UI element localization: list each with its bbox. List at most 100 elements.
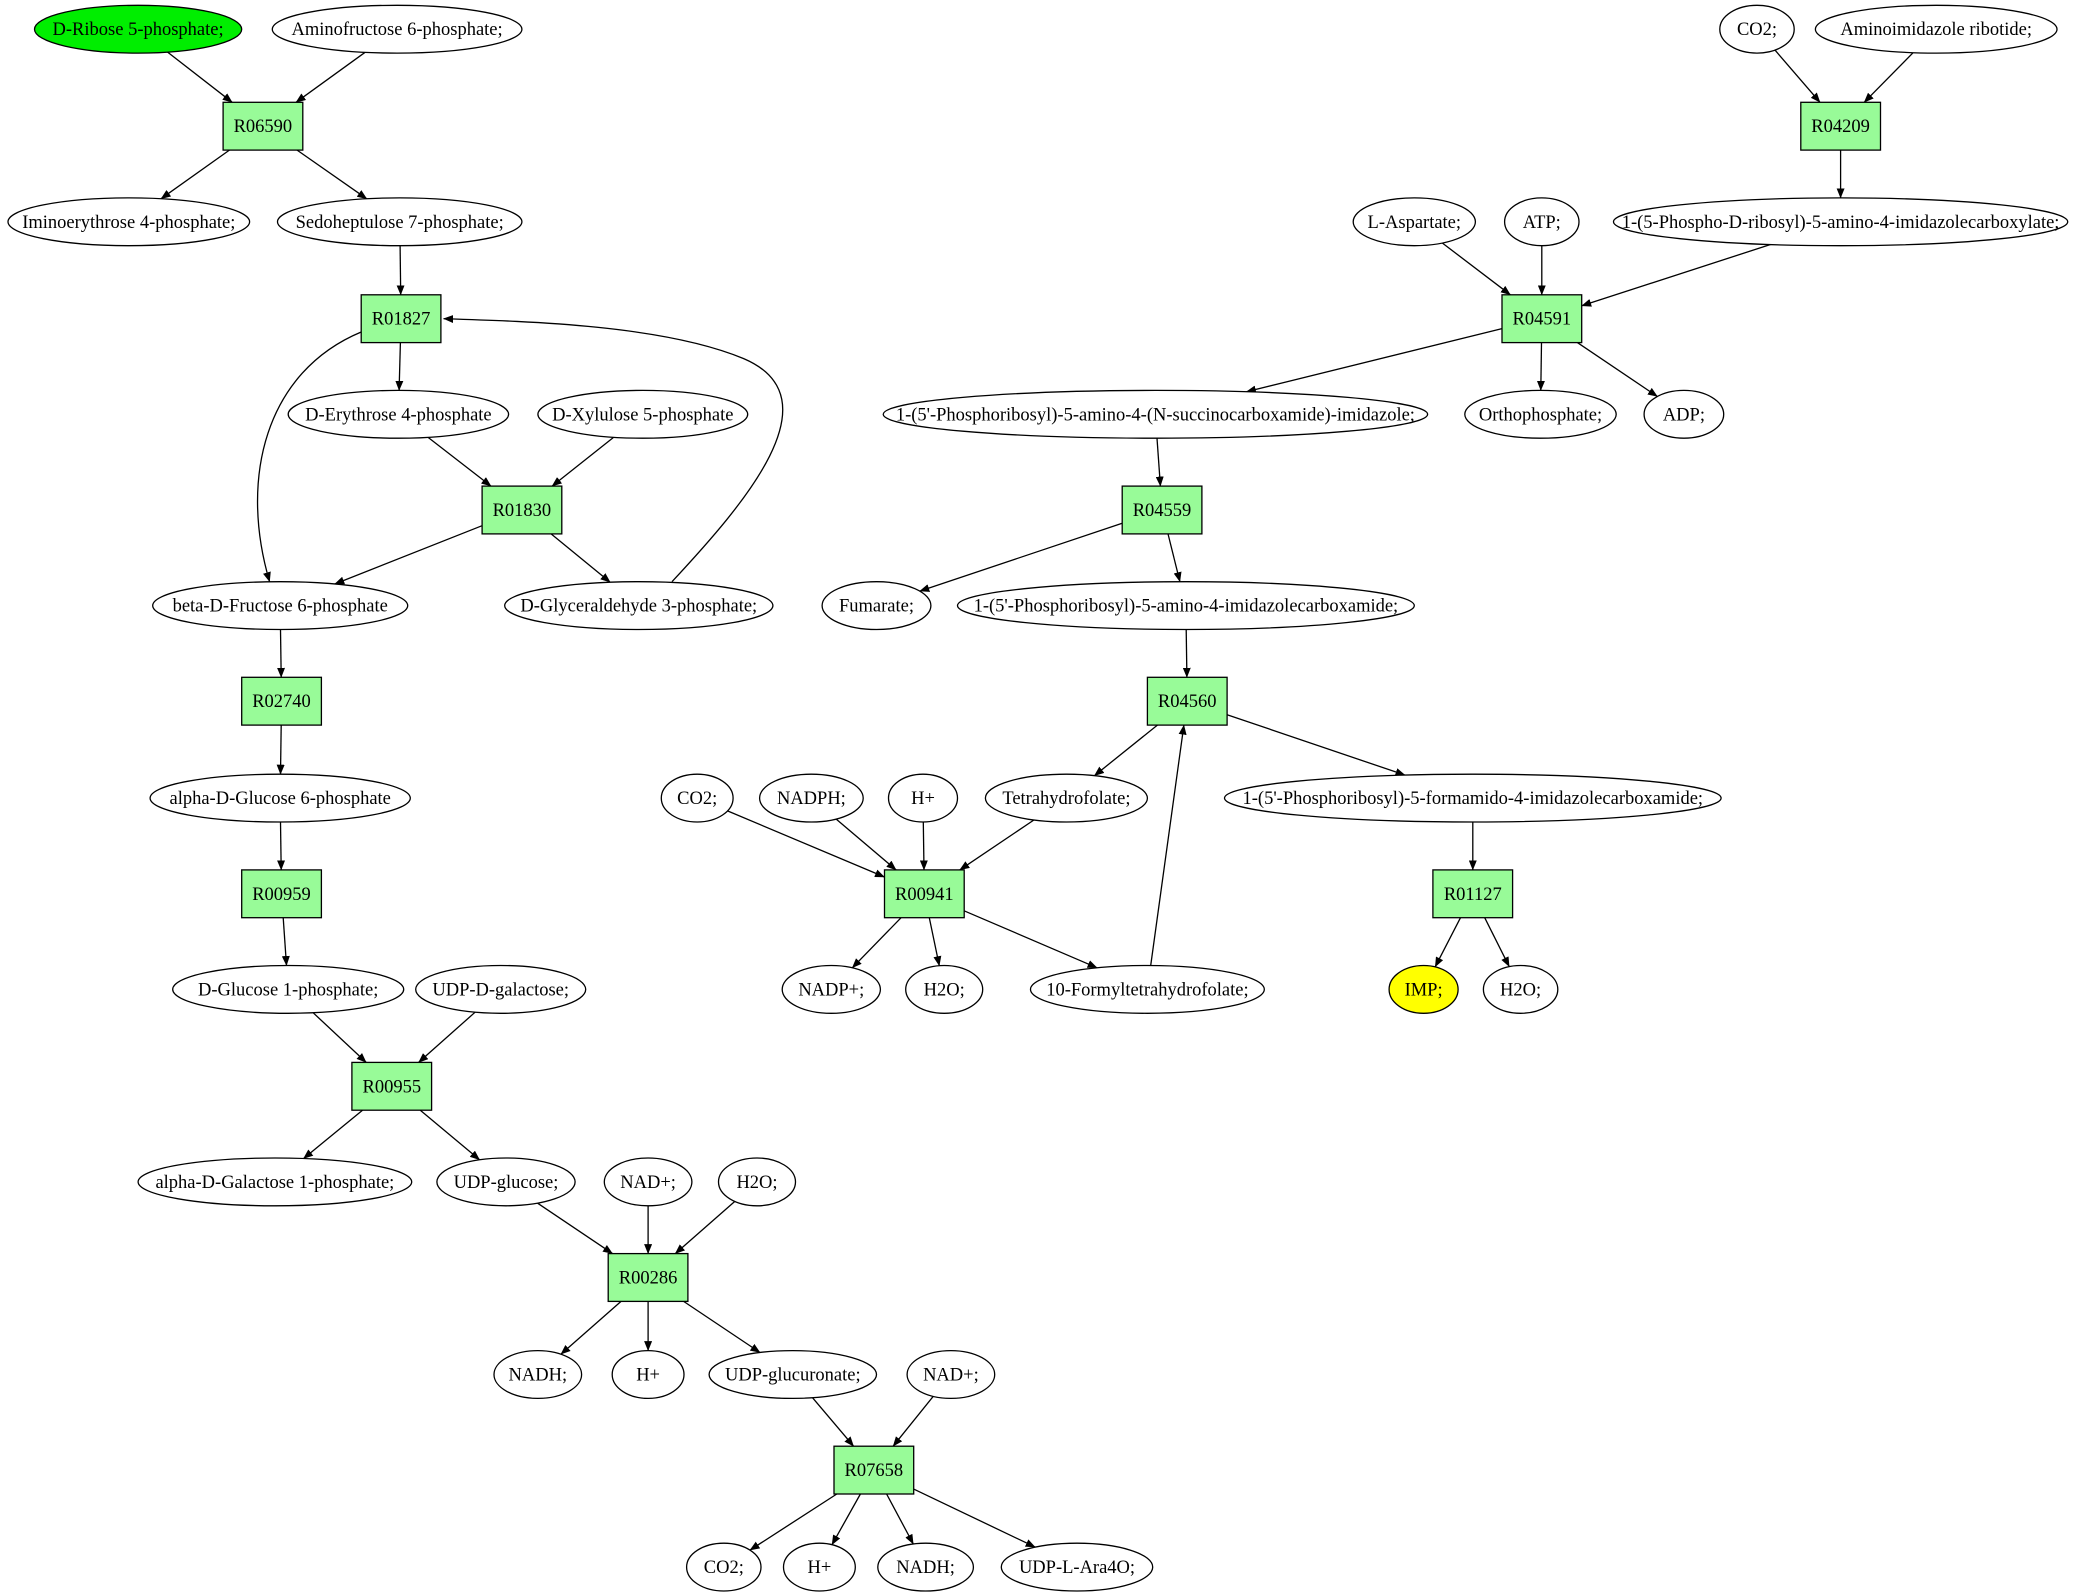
edge-m-g3p-to-r-R01827 xyxy=(443,314,784,583)
edge-m-udpgal-to-r-R00955 xyxy=(418,1011,476,1063)
node-label: Fumarate; xyxy=(839,597,914,617)
metabolite-node-m-ribose5p[interactable]: D-Ribose 5-phosphate; xyxy=(33,4,243,54)
metabolite-node-m-saicar[interactable]: 1-(5'-Phosphoribosyl)-5-amino-4-(N-succi… xyxy=(882,389,1429,439)
reaction-node-r-r04209[interactable]: R04209 xyxy=(1800,101,1882,151)
node-label: Tetrahydrofolate; xyxy=(1002,789,1130,809)
metabolite-node-m-air[interactable]: Aminoimidazole ribotide; xyxy=(1814,4,2058,54)
metabolite-node-m-aicar[interactable]: 1-(5'-Phosphoribosyl)-5-amino-4-imidazol… xyxy=(956,581,1415,631)
metabolite-node-m-nadh-a[interactable]: NADH; xyxy=(493,1349,583,1400)
metabolite-ellipse xyxy=(271,4,523,54)
edge-r-R00286-to-m-udpglucuronate xyxy=(683,1300,761,1354)
reaction-node-r-r07658[interactable]: R07658 xyxy=(833,1445,915,1495)
edge-r-R01127-to-m-h2o-c xyxy=(1484,917,1510,968)
edge-m-nad-b-to-r-R07658 xyxy=(892,1395,934,1447)
metabolite-node-m-imp[interactable]: IMP; xyxy=(1388,964,1459,1014)
reaction-node-r-r00955[interactable]: R00955 xyxy=(351,1061,433,1111)
metabolite-node-m-nadh-b[interactable]: NADH; xyxy=(877,1542,975,1592)
reaction-node-r-r06590[interactable]: R06590 xyxy=(222,101,304,151)
edge-m-erythrose4p-to-r-R01830 xyxy=(427,436,492,487)
reaction-node-r-r00959[interactable]: R00959 xyxy=(241,869,323,919)
metabolite-node-m-h2o-a[interactable]: H2O; xyxy=(717,1157,797,1207)
edge-r-R07658-to-m-co2-a xyxy=(749,1493,838,1551)
node-label: CO2; xyxy=(677,789,717,809)
reaction-node-r-r04560[interactable]: R04560 xyxy=(1146,676,1228,726)
metabolite-node-m-thf[interactable]: Tetrahydrofolate; xyxy=(984,773,1149,823)
metabolite-node-m-adp[interactable]: ADP; xyxy=(1643,389,1725,439)
edge-r-R00941-to-m-formylthf xyxy=(963,910,1098,969)
metabolite-node-m-atp[interactable]: ATP; xyxy=(1503,197,1580,247)
reaction-node-r-r02740[interactable]: R02740 xyxy=(241,676,323,726)
reaction-box xyxy=(241,676,323,726)
metabolite-node-m-co2-b[interactable]: CO2; xyxy=(1719,4,1795,54)
edge-r-R07658-to-m-h-b xyxy=(831,1493,861,1546)
metabolite-ellipse xyxy=(415,964,587,1014)
edge-r-R02740-to-m-glucose6p xyxy=(276,725,285,775)
reaction-box xyxy=(481,485,563,535)
metabolite-node-m-faicar[interactable]: 1-(5'-Phosphoribosyl)-5-formamido-4-imid… xyxy=(1223,773,1722,823)
reaction-node-r-r01830[interactable]: R01830 xyxy=(481,485,563,535)
node-label: R04559 xyxy=(1133,501,1192,521)
metabolite-node-m-nadp[interactable]: NADP+; xyxy=(781,964,882,1014)
metabolite-node-m-galactose1p[interactable]: alpha-D-Galactose 1-phosphate; xyxy=(137,1157,413,1207)
node-label: R00941 xyxy=(895,885,954,905)
metabolite-node-m-aspartate[interactable]: L-Aspartate; xyxy=(1352,197,1477,247)
metabolite-node-m-h2o-b[interactable]: H2O; xyxy=(905,964,984,1014)
metabolite-node-m-nadph[interactable]: NADPH; xyxy=(758,773,864,823)
edge-m-udpglucose-to-r-R00286 xyxy=(537,1202,613,1255)
edge-r-R00941-to-m-nadp xyxy=(851,917,902,969)
metabolite-node-m-xylulose5p[interactable]: D-Xylulose 5-phosphate xyxy=(537,389,749,439)
metabolite-node-m-glucose1p[interactable]: D-Glucose 1-phosphate; xyxy=(172,964,405,1014)
reaction-box xyxy=(1121,485,1203,535)
edge-m-aicar-to-r-R04560 xyxy=(1182,629,1191,678)
edge-r-R04559-to-m-fumarate xyxy=(919,522,1123,592)
metabolite-node-m-nad-a[interactable]: NAD+; xyxy=(603,1157,693,1207)
metabolite-node-m-h-c[interactable]: H+ xyxy=(887,773,959,823)
metabolite-node-m-sedoheptulose7p[interactable]: Sedoheptulose 7-phosphate; xyxy=(276,197,523,247)
metabolite-ellipse xyxy=(436,1157,576,1207)
reaction-node-r-r00941[interactable]: R00941 xyxy=(883,869,965,919)
metabolite-node-m-erythrose4p[interactable]: D-Erythrose 4-phosphate xyxy=(287,389,510,439)
metabolite-node-m-udpglucuronate[interactable]: UDP-glucuronate; xyxy=(708,1349,878,1400)
metabolite-node-m-glucose6p[interactable]: alpha-D-Glucose 6-phosphate xyxy=(149,773,411,823)
reaction-node-r-r00286[interactable]: R00286 xyxy=(607,1252,689,1303)
reaction-node-r-r01127[interactable]: R01127 xyxy=(1432,869,1514,919)
node-label: D-Ribose 5-phosphate; xyxy=(53,20,224,40)
node-label: 1-(5'-Phosphoribosyl)-5-amino-4-(N-succi… xyxy=(896,405,1415,425)
node-label: alpha-D-Galactose 1-phosphate; xyxy=(155,1173,394,1193)
metabolite-node-m-h-a[interactable]: H+ xyxy=(611,1349,685,1400)
metabolite-node-m-aminofructose6p[interactable]: Aminofructose 6-phosphate; xyxy=(271,4,523,54)
metabolite-node-m-h2o-c[interactable]: H2O; xyxy=(1482,964,1559,1014)
node-label: D-Glucose 1-phosphate; xyxy=(198,980,378,1000)
metabolite-node-m-udpglucose[interactable]: UDP-glucose; xyxy=(436,1157,576,1207)
node-label: UDP-L-Ara4O; xyxy=(1019,1558,1135,1578)
reaction-node-r-r04559[interactable]: R04559 xyxy=(1121,485,1203,535)
edge-m-co2-b-to-r-R04209 xyxy=(1774,49,1821,103)
metabolite-node-m-h-b[interactable]: H+ xyxy=(782,1542,856,1592)
metabolite-node-m-iminoerythrose4p[interactable]: Iminoerythrose 4-phosphate; xyxy=(7,197,251,247)
node-label: H2O; xyxy=(924,980,965,1000)
node-label: R04591 xyxy=(1513,310,1572,330)
metabolite-node-m-cair[interactable]: 1-(5-Phospho-D-ribosyl)-5-amino-4-imidaz… xyxy=(1612,197,2069,247)
node-label: R01127 xyxy=(1444,885,1502,905)
metabolite-node-m-formylthf[interactable]: 10-Formyltetrahydrofolate; xyxy=(1029,964,1265,1014)
node-label: CO2; xyxy=(704,1558,744,1578)
metabolite-node-m-fructose6p[interactable]: beta-D-Fructose 6-phosphate xyxy=(152,581,409,631)
metabolite-node-m-co2-a[interactable]: CO2; xyxy=(685,1542,762,1592)
edge-r-R07658-to-m-udpara4o xyxy=(913,1488,1036,1548)
edge-r-R01830-to-m-fructose6p xyxy=(334,525,483,585)
metabolite-node-m-fumarate[interactable]: Fumarate; xyxy=(821,581,932,631)
metabolite-ellipse xyxy=(1223,773,1722,823)
metabolite-node-m-g3p[interactable]: D-Glyceraldehyde 3-phosphate; xyxy=(504,581,774,631)
metabolite-node-m-udpgal[interactable]: UDP-D-galactose; xyxy=(415,964,587,1014)
metabolite-node-m-orthophosphate[interactable]: Orthophosphate; xyxy=(1464,389,1617,439)
reaction-node-r-r01827[interactable]: R01827 xyxy=(360,294,442,344)
edge-r-R01830-to-m-g3p xyxy=(550,533,611,583)
reaction-node-r-r04591[interactable]: R04591 xyxy=(1501,294,1583,344)
edge-r-R04559-to-m-aicar xyxy=(1167,533,1182,583)
metabolite-node-m-udpara4o[interactable]: UDP-L-Ara4O; xyxy=(1000,1542,1154,1592)
metabolite-node-m-nad-b[interactable]: NAD+; xyxy=(906,1349,996,1400)
metabolite-node-m-co2-c[interactable]: CO2; xyxy=(660,773,734,823)
node-label: ADP; xyxy=(1663,405,1705,425)
edge-r-R04591-to-m-adp xyxy=(1577,342,1658,398)
metabolite-ellipse xyxy=(152,581,409,631)
